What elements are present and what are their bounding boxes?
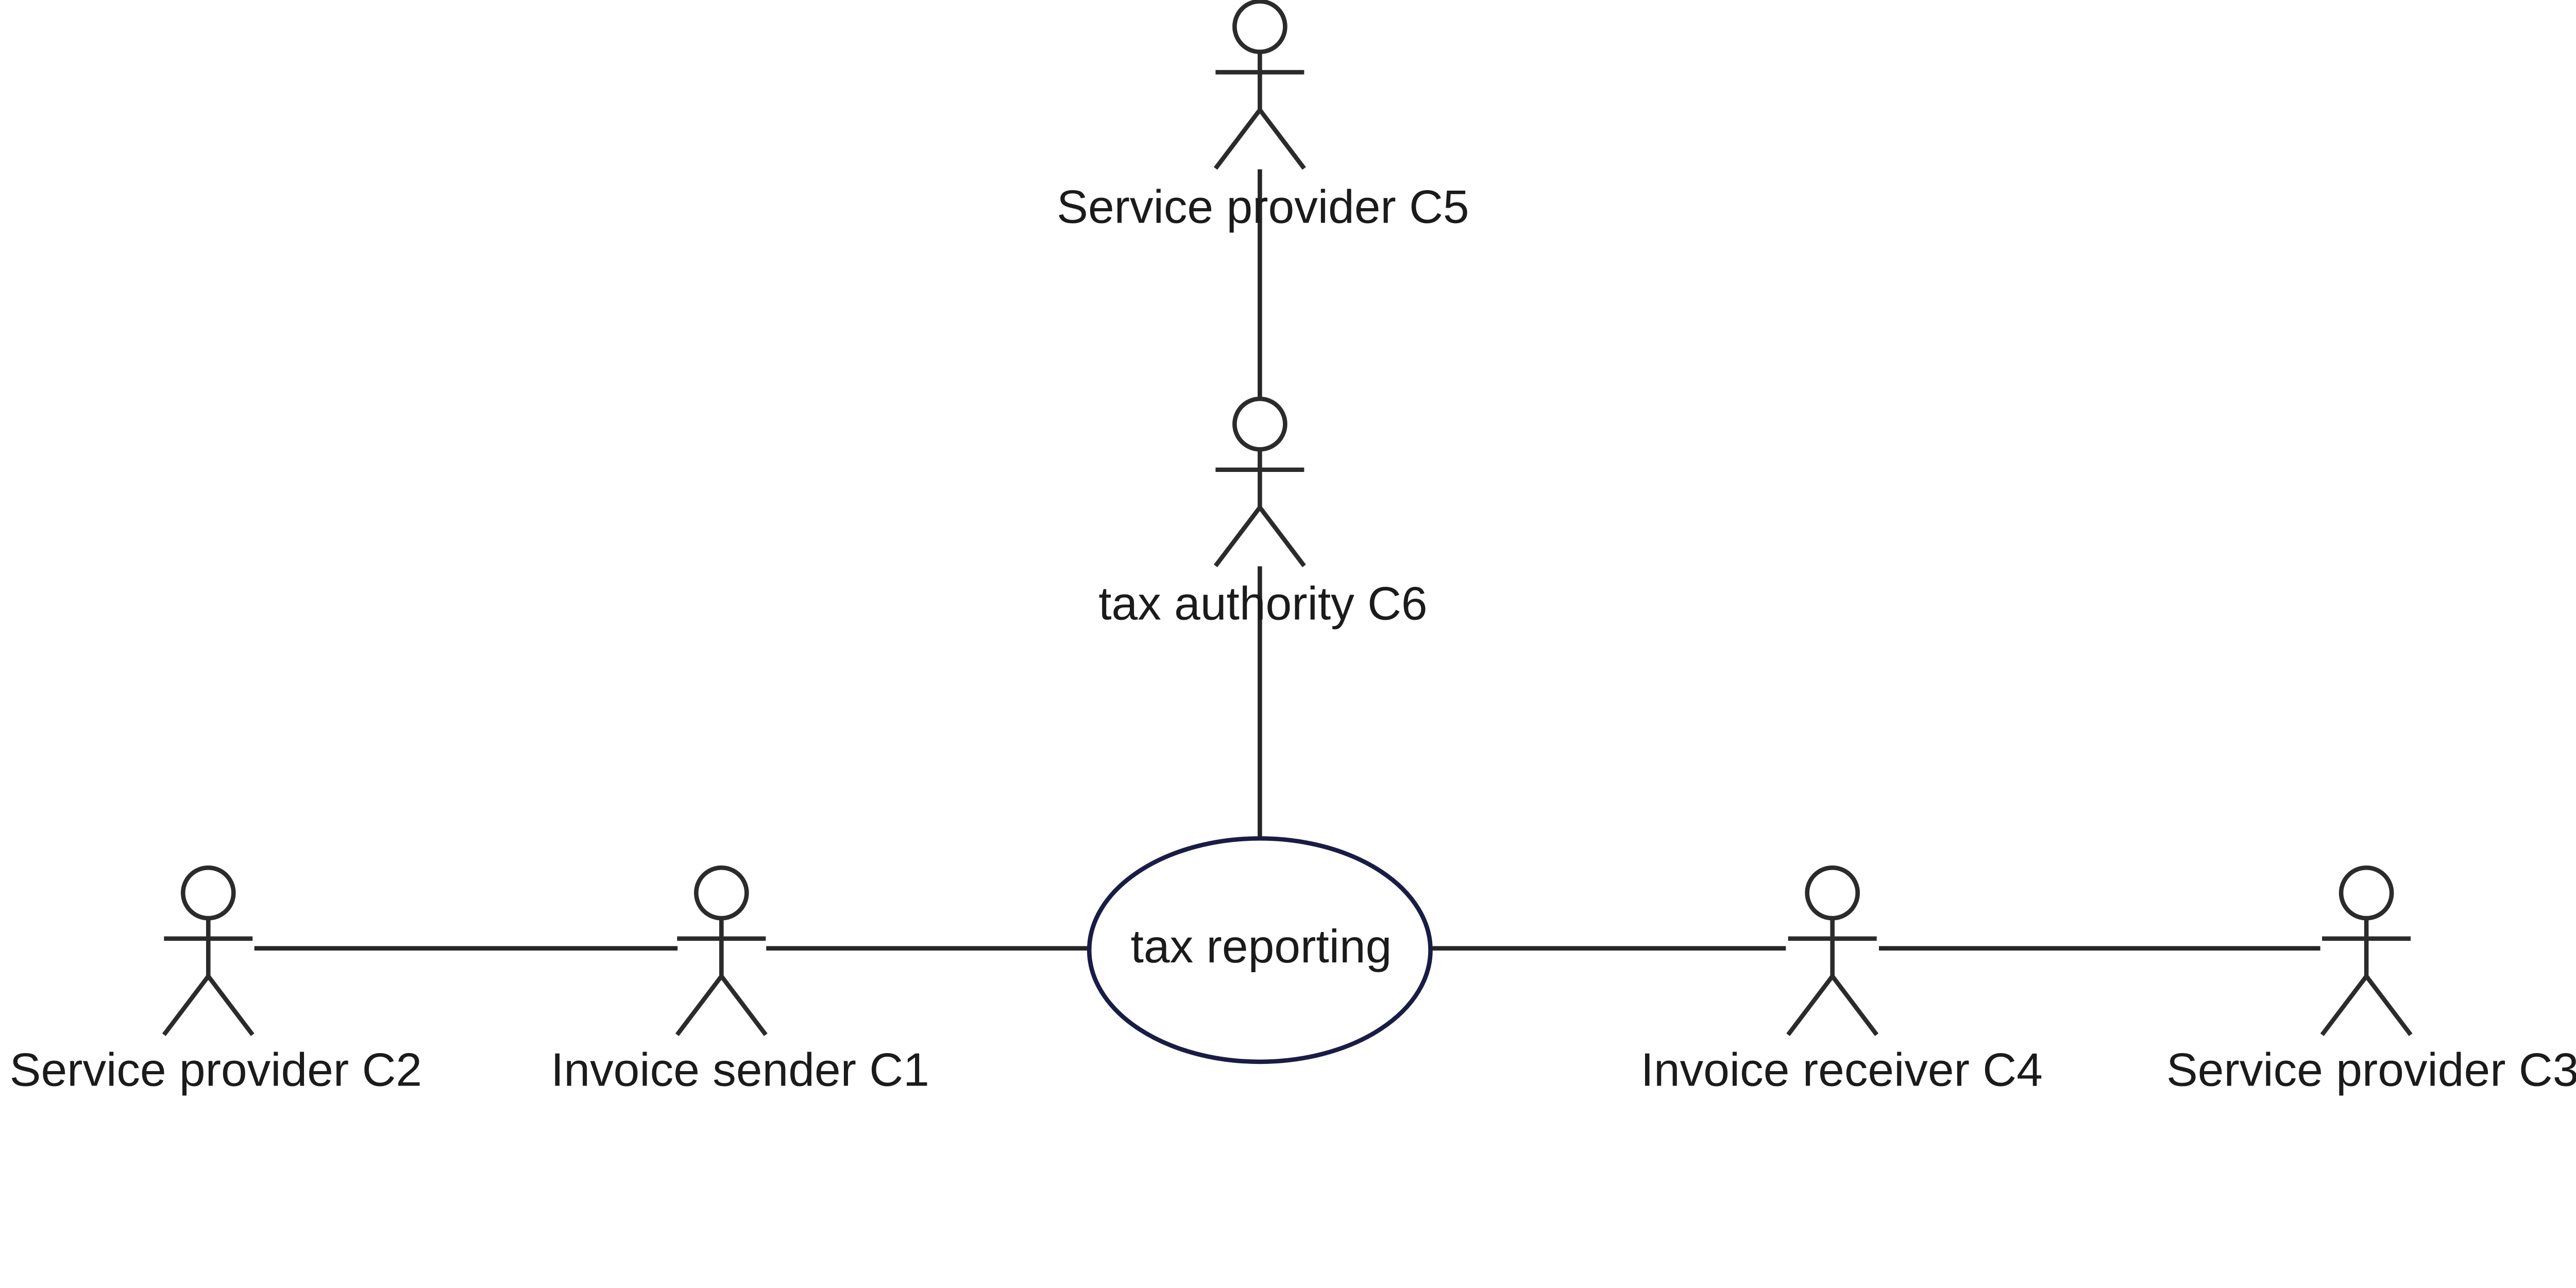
actor-head [180,865,236,921]
actor-label: Service provider C3 [2166,1043,2576,1096]
actor-head [2338,865,2394,921]
actor-right-leg [1831,975,1879,1037]
actor-left-leg [2320,975,2368,1037]
diagram-canvas: tax reporting Service provider C5 tax auth… [9,0,2576,1096]
actor-label: tax authority C6 [1098,577,1427,630]
actor-C5: Service provider C5 [1057,0,1469,233]
actor-left-leg [675,975,723,1037]
actor-head [1805,865,1860,921]
actor-left-leg [162,975,210,1037]
actor-head [1232,0,1287,54]
actor-label: Service provider C2 [10,1043,422,1096]
actor-C1: Invoice sender C1 [551,865,929,1096]
actor-C4: Invoice receiver C4 [1641,865,2043,1096]
actor-head [693,865,749,921]
actor-label: Invoice sender C1 [551,1043,929,1096]
actor-left-leg [1213,506,1262,567]
actor-right-leg [2364,975,2413,1037]
use-case-diagram: tax reporting Service provider C5 tax auth… [10,0,2576,1096]
actor-left-leg [1213,108,1262,170]
use-case-ellipse [1087,836,1433,1064]
actor-C3: Service provider C3 [2166,865,2576,1096]
actor-right-leg [719,975,768,1037]
actor-right-leg [1258,108,1306,170]
use-case-tax-reporting: tax reporting [1087,836,1433,1064]
use-case-label: tax reporting [1131,920,1392,973]
actor-left-leg [1786,975,1835,1037]
actor-label: Service provider C5 [1057,181,1469,233]
actor-right-leg [1258,506,1306,567]
actor-C2: Service provider C2 [10,865,422,1096]
actor-C6: tax authority C6 [1098,396,1428,630]
actor-right-leg [206,975,255,1037]
actor-label: Invoice receiver C4 [1641,1043,2043,1096]
actor-head [1232,396,1287,452]
